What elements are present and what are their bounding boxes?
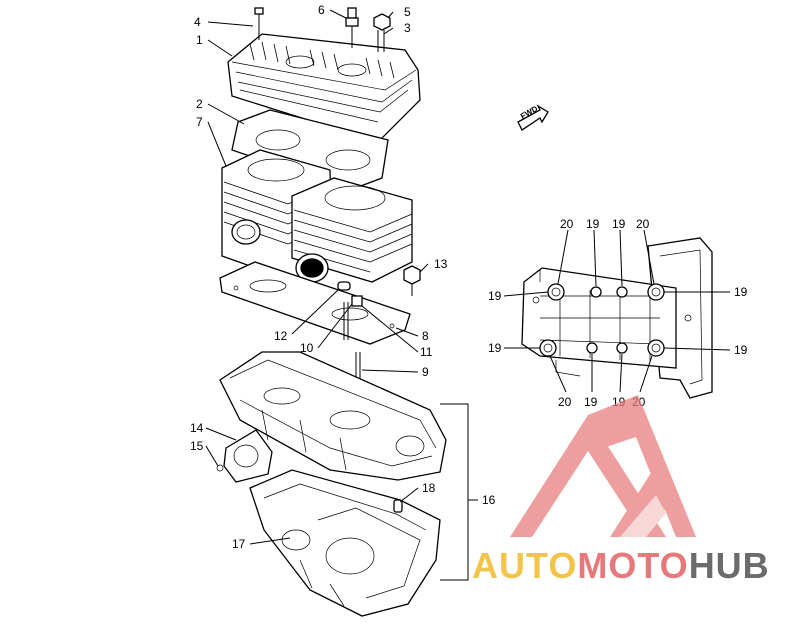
flange-nut [403, 265, 421, 296]
detail-callout-right-1: 19 [734, 285, 748, 299]
callout-18: 18 [422, 481, 436, 495]
callout-1: 1 [196, 33, 203, 47]
crankcase-bottom-detail [521, 237, 713, 399]
detail-callout-bottom-1: 20 [558, 395, 572, 409]
base-gasket [219, 261, 411, 345]
callout-17: 17 [232, 537, 246, 551]
callout-9: 9 [422, 365, 429, 379]
detail-leader-lines [503, 229, 731, 393]
head-gasket [231, 109, 389, 191]
callout-12: 12 [274, 329, 288, 343]
cylinder-right [291, 177, 413, 283]
detail-callout-top-2: 19 [586, 217, 600, 231]
assembly-bracket [440, 403, 469, 581]
crankcase-lower [249, 469, 441, 617]
callout-2: 2 [196, 97, 203, 111]
callout-7: 7 [196, 115, 203, 129]
crankcase-upper [219, 351, 447, 481]
callout-14: 14 [190, 421, 204, 435]
detail-callout-left-1: 19 [488, 289, 502, 303]
callout-5: 5 [404, 5, 411, 19]
detail-callout-right-2: 19 [734, 343, 748, 357]
callout-10: 10 [300, 341, 314, 355]
watermark-logo-icon [510, 395, 696, 537]
detail-callout-top-3: 19 [612, 217, 626, 231]
callout-6: 6 [318, 3, 325, 17]
detail-callout-left-2: 19 [488, 341, 502, 355]
spark-plug [345, 7, 359, 48]
head-bolt [254, 7, 264, 40]
callout-3: 3 [404, 21, 411, 35]
intake-gasket [216, 429, 273, 483]
detail-callout-top-4: 20 [636, 217, 650, 231]
cylinder-head [227, 33, 421, 143]
callouts-main: 4 1 6 5 3 2 7 13 12 10 8 11 9 14 15 16 1… [190, 3, 496, 551]
detail-callout-top-1: 20 [560, 217, 574, 231]
callout-8: 8 [422, 329, 429, 343]
detail-callout-bottom-2: 19 [584, 395, 598, 409]
watermark-word-2: MOTO [577, 545, 689, 586]
callout-4: 4 [194, 15, 201, 29]
callout-16: 16 [482, 493, 496, 507]
forward-arrow-icon [517, 104, 549, 131]
callout-15: 15 [190, 439, 204, 453]
watermark-word-3: HUB [688, 545, 770, 586]
callout-11: 11 [420, 345, 433, 359]
watermark: AUTOMOTOHUB [470, 395, 800, 628]
dowel-pin [393, 499, 403, 513]
watermark-word-1: AUTO [472, 545, 578, 586]
callout-13: 13 [434, 257, 448, 271]
watermark-text: AUTOMOTOHUB [472, 545, 770, 587]
leader-lines [205, 9, 429, 545]
